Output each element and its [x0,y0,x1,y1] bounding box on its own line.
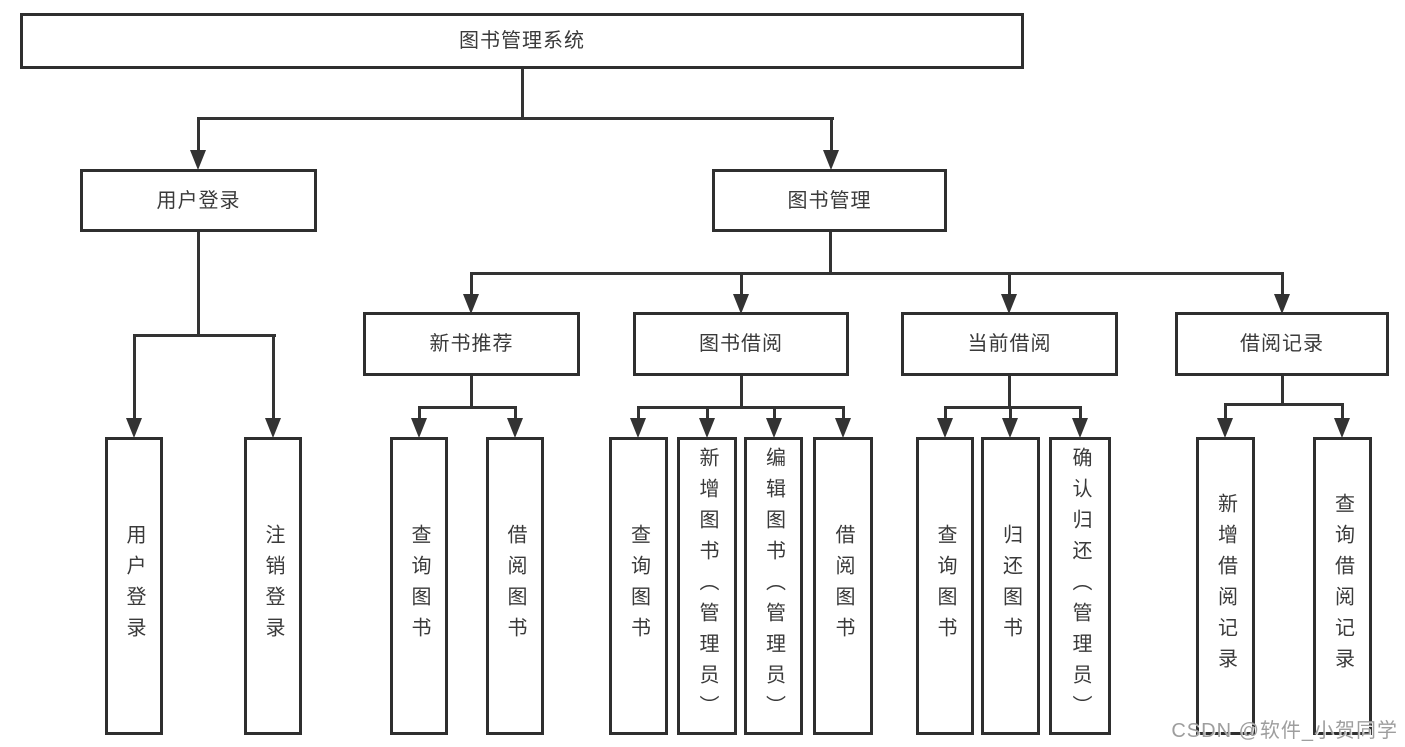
connector-line [1341,403,1344,420]
connector-line [521,69,524,120]
arrow-down-icon [265,418,281,438]
connector-line [418,406,517,409]
arrow-down-icon [766,418,782,438]
node-user-login-branch-label: 用户登录 [156,189,241,212]
node-edit-book-admin-label: 编辑图书（管理员） [762,446,785,726]
node-confirm-return-admin: 确认归还（管理员） [1049,437,1111,735]
node-user-login-leaf-label: 用户登录 [123,524,145,648]
connector-line [944,406,947,420]
node-borrowing-records-label: 借阅记录 [1240,333,1324,355]
node-return-book-label: 归还图书 [999,524,1022,648]
connector-line [470,272,1283,275]
connector-line [133,334,136,420]
node-query-books-2-label: 查询图书 [627,524,650,648]
connector-line [197,117,200,152]
node-query-books-1: 查询图书 [390,437,448,735]
connector-line [514,406,517,420]
node-logout: 注销登录 [244,437,302,735]
node-return-book: 归还图书 [981,437,1040,735]
connector-line [842,406,845,420]
node-query-books-2: 查询图书 [609,437,668,735]
arrow-down-icon [823,150,839,170]
connector-line [830,117,833,152]
node-add-borrow-record: 新增借阅记录 [1196,437,1255,735]
node-library-management-system-label: 图书管理系统 [459,30,585,52]
connector-line [637,406,845,409]
connector-line [1224,403,1344,406]
node-borrow-books-1-label: 借阅图书 [504,524,526,648]
connector-line [1281,272,1284,296]
node-book-borrowing: 图书借阅 [633,312,849,376]
arrow-down-icon [937,418,953,438]
node-add-borrow-record-label: 新增借阅记录 [1214,493,1237,679]
node-add-book-admin: 新增图书（管理员） [677,437,737,735]
connector-line [773,406,776,420]
connector-line [740,376,743,409]
node-borrowing-records: 借阅记录 [1175,312,1389,376]
node-add-book-admin-label: 新增图书（管理员） [696,446,718,726]
arrow-down-icon [190,150,206,170]
connector-line [1008,376,1011,409]
node-user-login-leaf: 用户登录 [105,437,163,735]
connector-line [740,272,743,296]
node-query-books-3-label: 查询图书 [934,524,956,648]
arrow-down-icon [126,418,142,438]
connector-line [470,272,473,296]
arrow-down-icon [733,294,749,314]
node-query-borrow-record: 查询借阅记录 [1313,437,1372,735]
connector-line [1224,403,1227,420]
connector-line [706,406,709,420]
node-confirm-return-admin-label: 确认归还（管理员） [1069,446,1091,726]
connector-line [418,406,421,420]
arrow-down-icon [1217,418,1233,438]
arrow-down-icon [507,418,523,438]
node-edit-book-admin: 编辑图书（管理员） [744,437,803,735]
node-query-books-3: 查询图书 [916,437,974,735]
arrow-down-icon [699,418,715,438]
node-borrow-books-1: 借阅图书 [486,437,544,735]
node-query-books-1-label: 查询图书 [408,524,430,648]
node-user-login-branch: 用户登录 [80,169,317,232]
node-logout-label: 注销登录 [262,524,284,648]
connector-line [197,232,200,337]
arrow-down-icon [630,418,646,438]
arrow-down-icon [411,418,427,438]
connector-line [470,376,473,409]
node-current-borrowing-label: 当前借阅 [967,333,1052,355]
node-borrow-books-2: 借阅图书 [813,437,873,735]
csdn-watermark: CSDN @软件_小贺同学 [1171,720,1398,742]
connector-line [133,334,276,337]
connector-line [944,406,1082,409]
connector-line [1079,406,1082,420]
node-library-management-system: 图书管理系统 [20,13,1024,69]
arrow-down-icon [1001,294,1017,314]
node-current-borrowing: 当前借阅 [901,312,1118,376]
arrow-down-icon [463,294,479,314]
connector-line [197,117,834,120]
node-new-book-recommendation-label: 新书推荐 [429,333,514,355]
node-new-book-recommendation: 新书推荐 [363,312,580,376]
node-book-management-label: 图书管理 [787,189,872,212]
connector-line [272,334,275,420]
arrow-down-icon [1334,418,1350,438]
node-book-borrowing-label: 图书借阅 [699,333,783,355]
connector-line [1281,376,1284,406]
connector-line [829,232,832,275]
arrow-down-icon [1274,294,1290,314]
connector-line [637,406,640,420]
connector-line [1008,272,1011,296]
arrow-down-icon [835,418,851,438]
node-book-management: 图书管理 [712,169,947,232]
arrow-down-icon [1002,418,1018,438]
node-query-borrow-record-label: 查询借阅记录 [1331,493,1354,679]
arrow-down-icon [1072,418,1088,438]
connector-line [1009,406,1012,420]
node-borrow-books-2-label: 借阅图书 [832,524,854,648]
